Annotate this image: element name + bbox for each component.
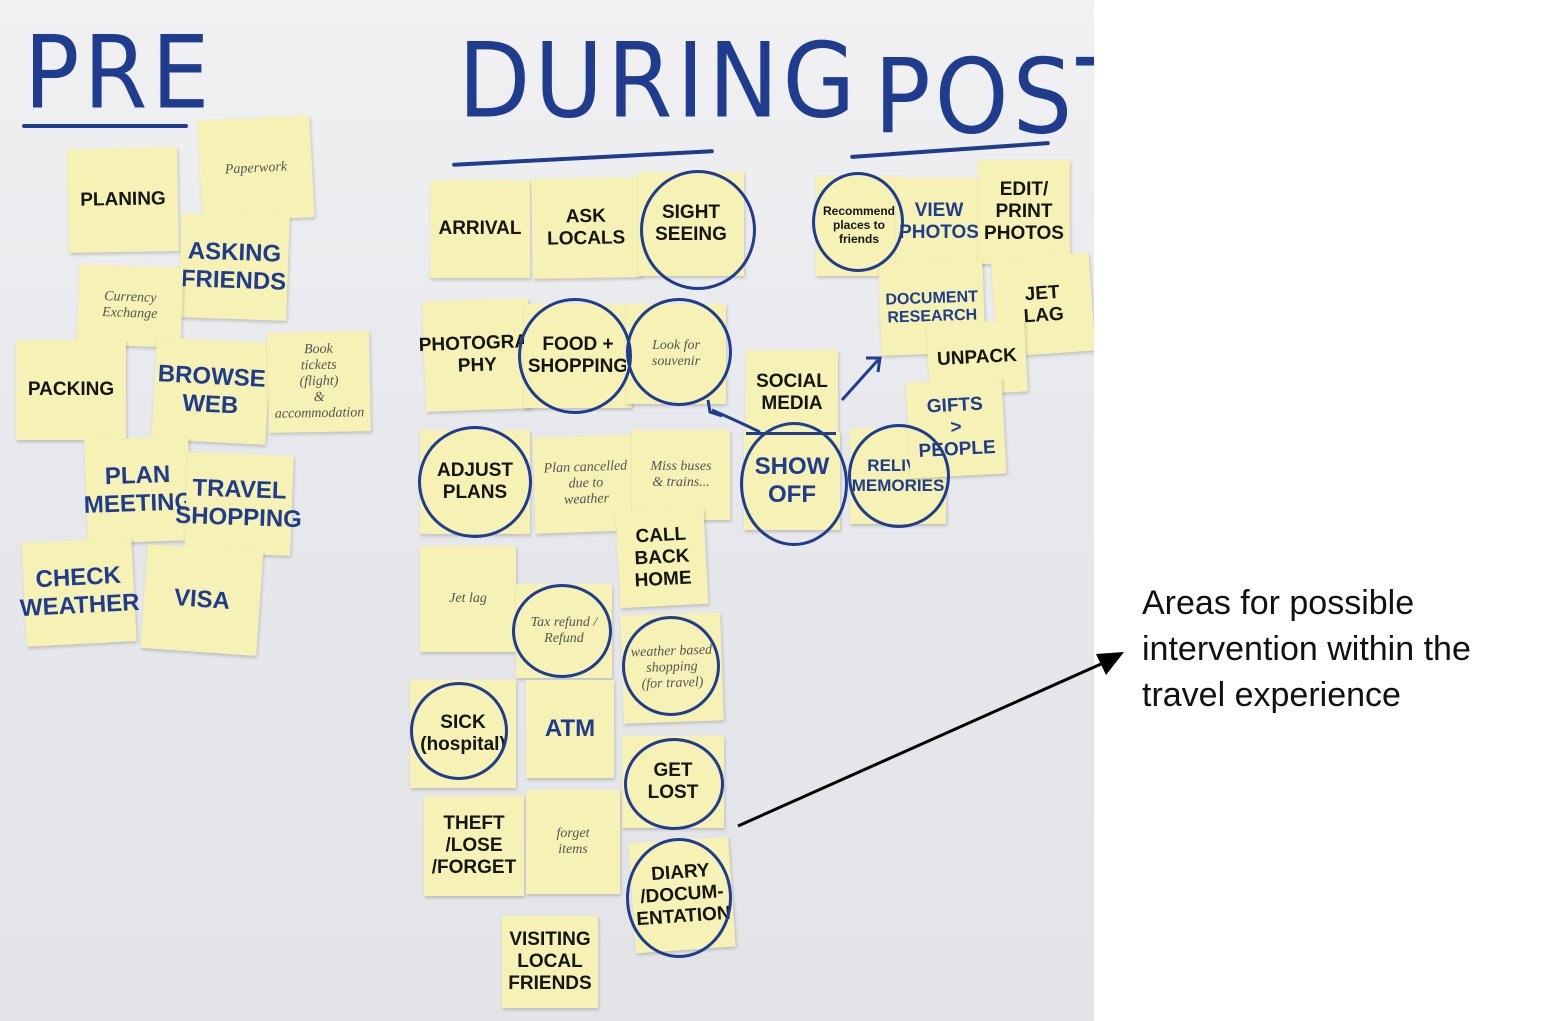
sticky-note-edit-print-photos: EDIT/ PRINT PHOTOS	[978, 160, 1070, 264]
sticky-note-social-media: SOCIAL MEDIA	[746, 350, 838, 436]
sticky-note-sick-hospital: SICK (hospital)	[410, 680, 516, 788]
annotation-arrow-icon	[737, 652, 1124, 828]
whiteboard-photo: PRE DURING POST PLANING Paperwork ASKING…	[0, 0, 1094, 1021]
sticky-note-miss-buses: Miss buses & trains...	[632, 430, 730, 520]
sticky-note-adjust-plans: ADJUST PLANS	[420, 430, 530, 534]
sticky-note-jet-lag-during: Jet lag	[420, 546, 516, 652]
column-title-during: DURING	[458, 22, 860, 142]
sticky-note-theft: THEFT /LOSE /FORGET	[424, 796, 524, 896]
sticky-note-show-off: SHOW OFF	[744, 432, 840, 530]
column-title-pre: PRE	[24, 14, 214, 132]
sticky-note-forget-items: forget items	[526, 790, 620, 894]
sticky-note-visiting-local-friends: VISITING LOCAL FRIENDS	[502, 916, 598, 1008]
sticky-note-sight-seeing: SIGHT SEEING	[638, 172, 744, 276]
sticky-note-recommend-places: Recommend places to friends	[816, 176, 902, 276]
sticky-note-get-lost: GET LOST	[622, 736, 724, 828]
sticky-note-atm: ATM	[526, 680, 614, 778]
sticky-note-arrival: ARRIVAL	[430, 180, 530, 278]
arrow-social-to-souvenir-icon	[706, 399, 761, 434]
arrow-social-to-post-icon	[840, 356, 882, 402]
column-rule-pre	[22, 124, 188, 128]
sticky-note-tax-refund: Tax refund / Refund	[516, 584, 612, 678]
social-media-underline	[746, 432, 836, 435]
annotation-label: Areas for possible intervention within t…	[1142, 584, 1471, 714]
column-title-post: POST	[874, 38, 1094, 158]
sticky-note-view-photos: VIEW PHOTOS	[896, 178, 982, 266]
sticky-note-food-shopping: FOOD + SHOPPING	[524, 304, 632, 408]
sticky-note-look-for-souvenir: Look for souvenir	[626, 304, 726, 404]
sticky-note-packing: PACKING	[16, 340, 126, 440]
